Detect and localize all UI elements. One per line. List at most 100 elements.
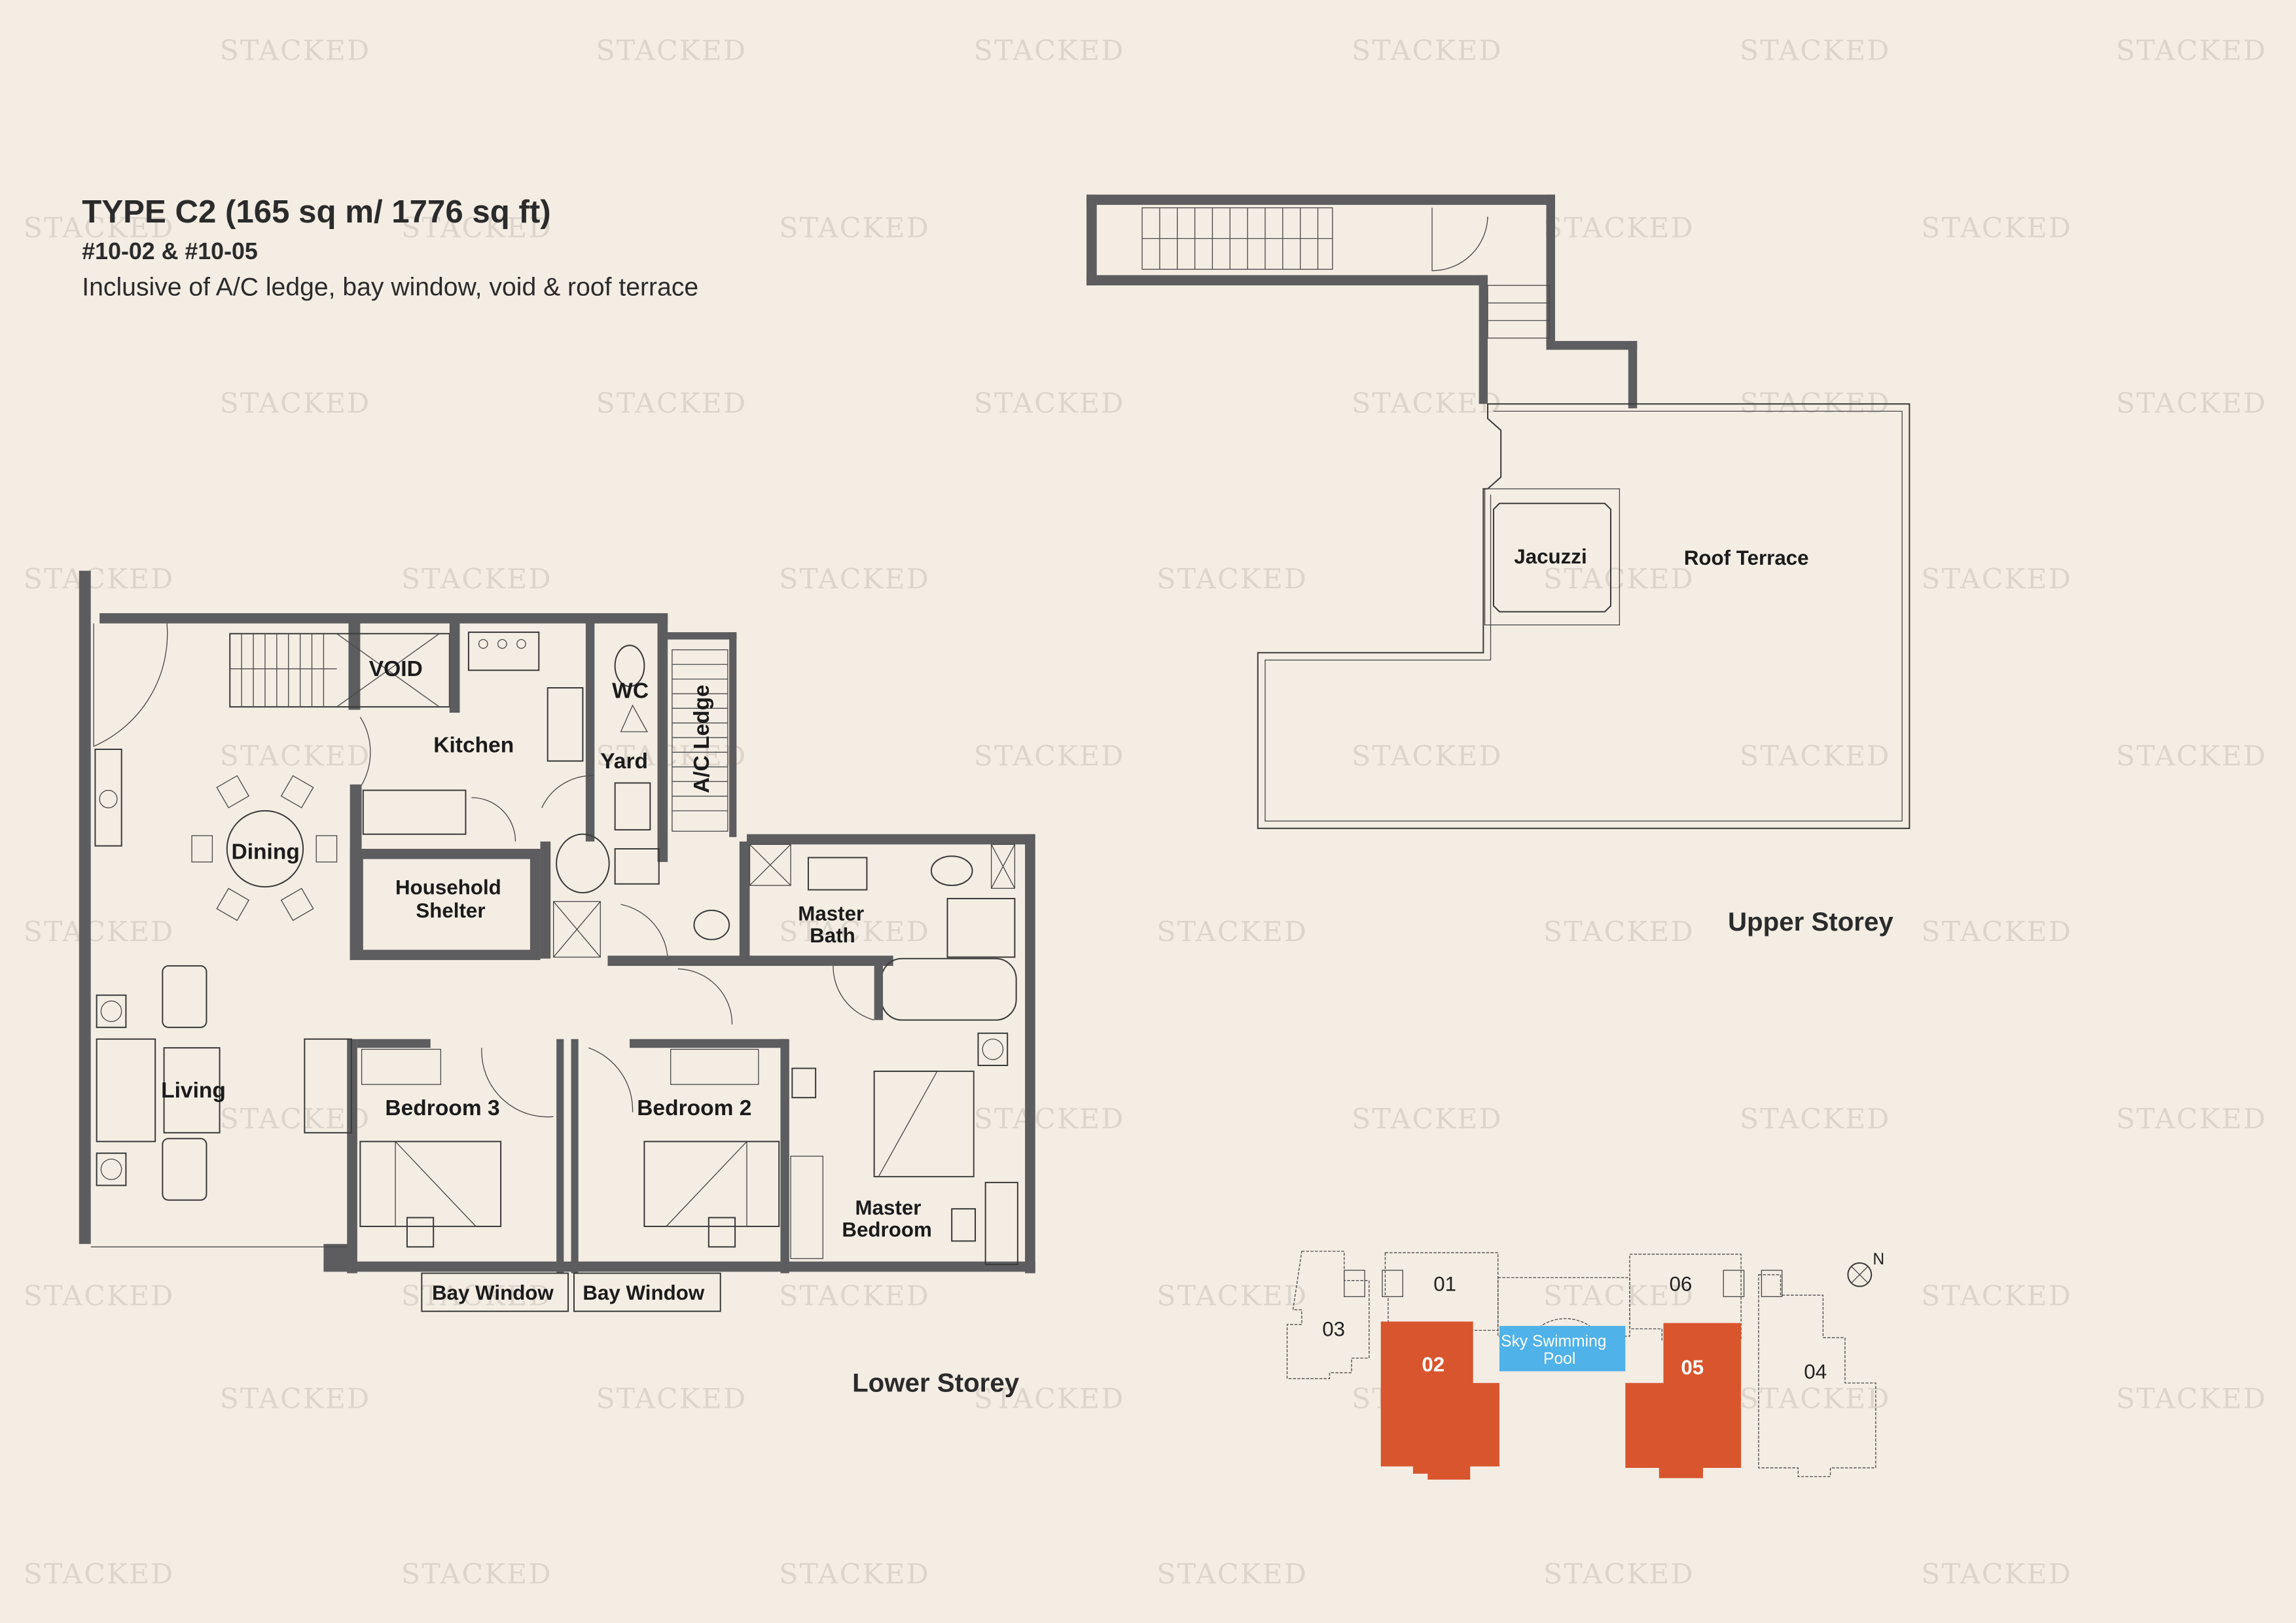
- upper-staircase: [1141, 207, 1550, 339]
- room-label-yard: Yard: [600, 749, 648, 774]
- roof-terrace-boundary: [1257, 403, 1910, 829]
- svg-text:STACKED: STACKED: [974, 35, 1125, 67]
- svg-text:STACKED: STACKED: [1921, 1559, 2072, 1591]
- shelter-door[interactable]: [471, 797, 516, 842]
- svg-text:STACKED: STACKED: [1740, 741, 1891, 773]
- room-label-wc: WC: [612, 679, 649, 704]
- svg-text:Pool: Pool: [1543, 1350, 1575, 1368]
- svg-text:STACKED: STACKED: [1543, 563, 1695, 596]
- svg-text:STACKED: STACKED: [1352, 1103, 1503, 1135]
- svg-text:STACKED: STACKED: [974, 388, 1125, 420]
- svg-text:STACKED: STACKED: [779, 1559, 930, 1591]
- svg-text:STACKED: STACKED: [220, 741, 371, 773]
- key-unit-02: [1380, 1321, 1499, 1480]
- room-label-bedroom-2: Bedroom 2: [637, 1096, 751, 1120]
- master-bath-shower: [946, 898, 1016, 958]
- wall-west: [79, 571, 91, 1244]
- unit-numbers: #10-02 & #10-05: [82, 238, 257, 264]
- svg-text:STACKED: STACKED: [596, 388, 747, 420]
- master-wardrobe: [790, 1155, 824, 1259]
- void-marker: [336, 633, 440, 707]
- svg-text:STACKED: STACKED: [1157, 916, 1308, 948]
- yard-door[interactable]: [541, 775, 594, 808]
- wc-toilet-icon: [614, 645, 645, 687]
- bedroom-3-wardrobe: [361, 1048, 442, 1085]
- room-label-living: Living: [161, 1079, 226, 1103]
- svg-text:STACKED: STACKED: [2116, 388, 2267, 420]
- svg-text:STACKED: STACKED: [779, 563, 930, 596]
- svg-text:STACKED: STACKED: [1543, 212, 1695, 244]
- room-label-kitchen: Kitchen: [433, 733, 514, 757]
- room-label-shelter-1: Household: [395, 876, 501, 899]
- bedroom-2-chair: [708, 1217, 736, 1248]
- svg-text:STACKED: STACKED: [401, 563, 552, 596]
- jacuzzi-deck: [1484, 488, 1621, 626]
- entrance-door[interactable]: [93, 623, 168, 747]
- kitchen-counter: [362, 789, 467, 835]
- bay-window-left: [421, 1272, 569, 1312]
- upper-storey-plan: Jacuzzi Roof Terrace Upper Storey: [1086, 194, 1910, 936]
- svg-text:STACKED: STACKED: [1740, 35, 1891, 67]
- svg-text:STACKED: STACKED: [1352, 388, 1503, 420]
- svg-text:STACKED: STACKED: [2116, 1103, 2267, 1135]
- ac-ledge: [672, 649, 728, 832]
- svg-text:STACKED: STACKED: [1352, 741, 1503, 773]
- svg-text:STACKED: STACKED: [401, 1281, 552, 1313]
- svg-text:STACKED: STACKED: [2116, 1383, 2267, 1415]
- room-label-jacuzzi: Jacuzzi: [1514, 545, 1587, 568]
- svg-text:STACKED: STACKED: [24, 1281, 175, 1313]
- svg-text:STACKED: STACKED: [24, 563, 175, 596]
- stove-icon: [467, 632, 540, 671]
- master-bath-sink: [807, 857, 868, 891]
- svg-text:STACKED: STACKED: [779, 916, 930, 948]
- room-label-master-bath-2: Bath: [810, 924, 855, 947]
- svg-text:STACKED: STACKED: [1543, 916, 1695, 948]
- key-sky-pool: [1499, 1326, 1626, 1372]
- lower-storey-plan: VOID Kitchen WC Yard: [79, 571, 1035, 1398]
- master-dresser: [984, 1181, 1018, 1266]
- bedroom-2-bed: [643, 1141, 780, 1227]
- roof-access-door[interactable]: [1431, 207, 1488, 272]
- kitchen-door[interactable]: [359, 717, 371, 788]
- svg-text:STACKED: STACKED: [1921, 1281, 2072, 1313]
- svg-text:STACKED: STACKED: [1543, 1559, 1695, 1591]
- room-label-void: VOID: [369, 657, 423, 681]
- svg-text:STACKED: STACKED: [1921, 916, 2072, 948]
- svg-text:N: N: [1873, 1251, 1884, 1268]
- svg-text:STACKED: STACKED: [596, 1383, 747, 1415]
- svg-text:Sky Swimming: Sky Swimming: [1501, 1332, 1606, 1350]
- kitchen-sink-icon: [547, 687, 584, 762]
- svg-text:05: 05: [1681, 1356, 1704, 1379]
- staircase-lower: [230, 633, 337, 707]
- bedroom-2-door[interactable]: [588, 1047, 634, 1113]
- key-unit-04: [1758, 1274, 1876, 1478]
- svg-text:02: 02: [1422, 1353, 1444, 1376]
- lower-storey-caption: Lower Storey: [852, 1368, 1020, 1398]
- svg-text:STACKED: STACKED: [1921, 212, 2072, 244]
- north-arrow-icon: N: [1847, 1251, 1884, 1287]
- wc-shower-icon: [620, 704, 649, 732]
- bedroom-3-chair: [406, 1217, 435, 1248]
- svg-text:STACKED: STACKED: [1543, 1281, 1695, 1313]
- dining-table: [191, 775, 338, 921]
- upper-storey-caption: Upper Storey: [1728, 907, 1893, 936]
- svg-text:STACKED: STACKED: [220, 388, 371, 420]
- key-unit-05: [1625, 1323, 1742, 1478]
- master-bath-door[interactable]: [833, 965, 874, 1021]
- bedroom-3-door[interactable]: [481, 1048, 554, 1118]
- jacuzzi-icon: [1492, 503, 1611, 613]
- header: TYPE C2 (165 sq m/ 1776 sq ft) #10-02 & …: [82, 194, 698, 302]
- bathtub-icon: [880, 957, 1017, 1021]
- key-unit-03: [1286, 1251, 1370, 1380]
- svg-text:STACKED: STACKED: [1157, 1281, 1308, 1313]
- svg-text:STACKED: STACKED: [1157, 1559, 1308, 1591]
- room-label-master-bath-1: Master: [798, 902, 864, 925]
- bedroom-2-hall-door[interactable]: [677, 968, 733, 1025]
- room-label-bay-window-right: Bay Window: [583, 1281, 704, 1304]
- room-label-roof-terrace: Roof Terrace: [1684, 546, 1809, 569]
- master-chair: [951, 1208, 977, 1242]
- washer-icon: [614, 782, 651, 830]
- common-bath-door[interactable]: [620, 904, 668, 959]
- svg-text:STACKED: STACKED: [1740, 1383, 1891, 1415]
